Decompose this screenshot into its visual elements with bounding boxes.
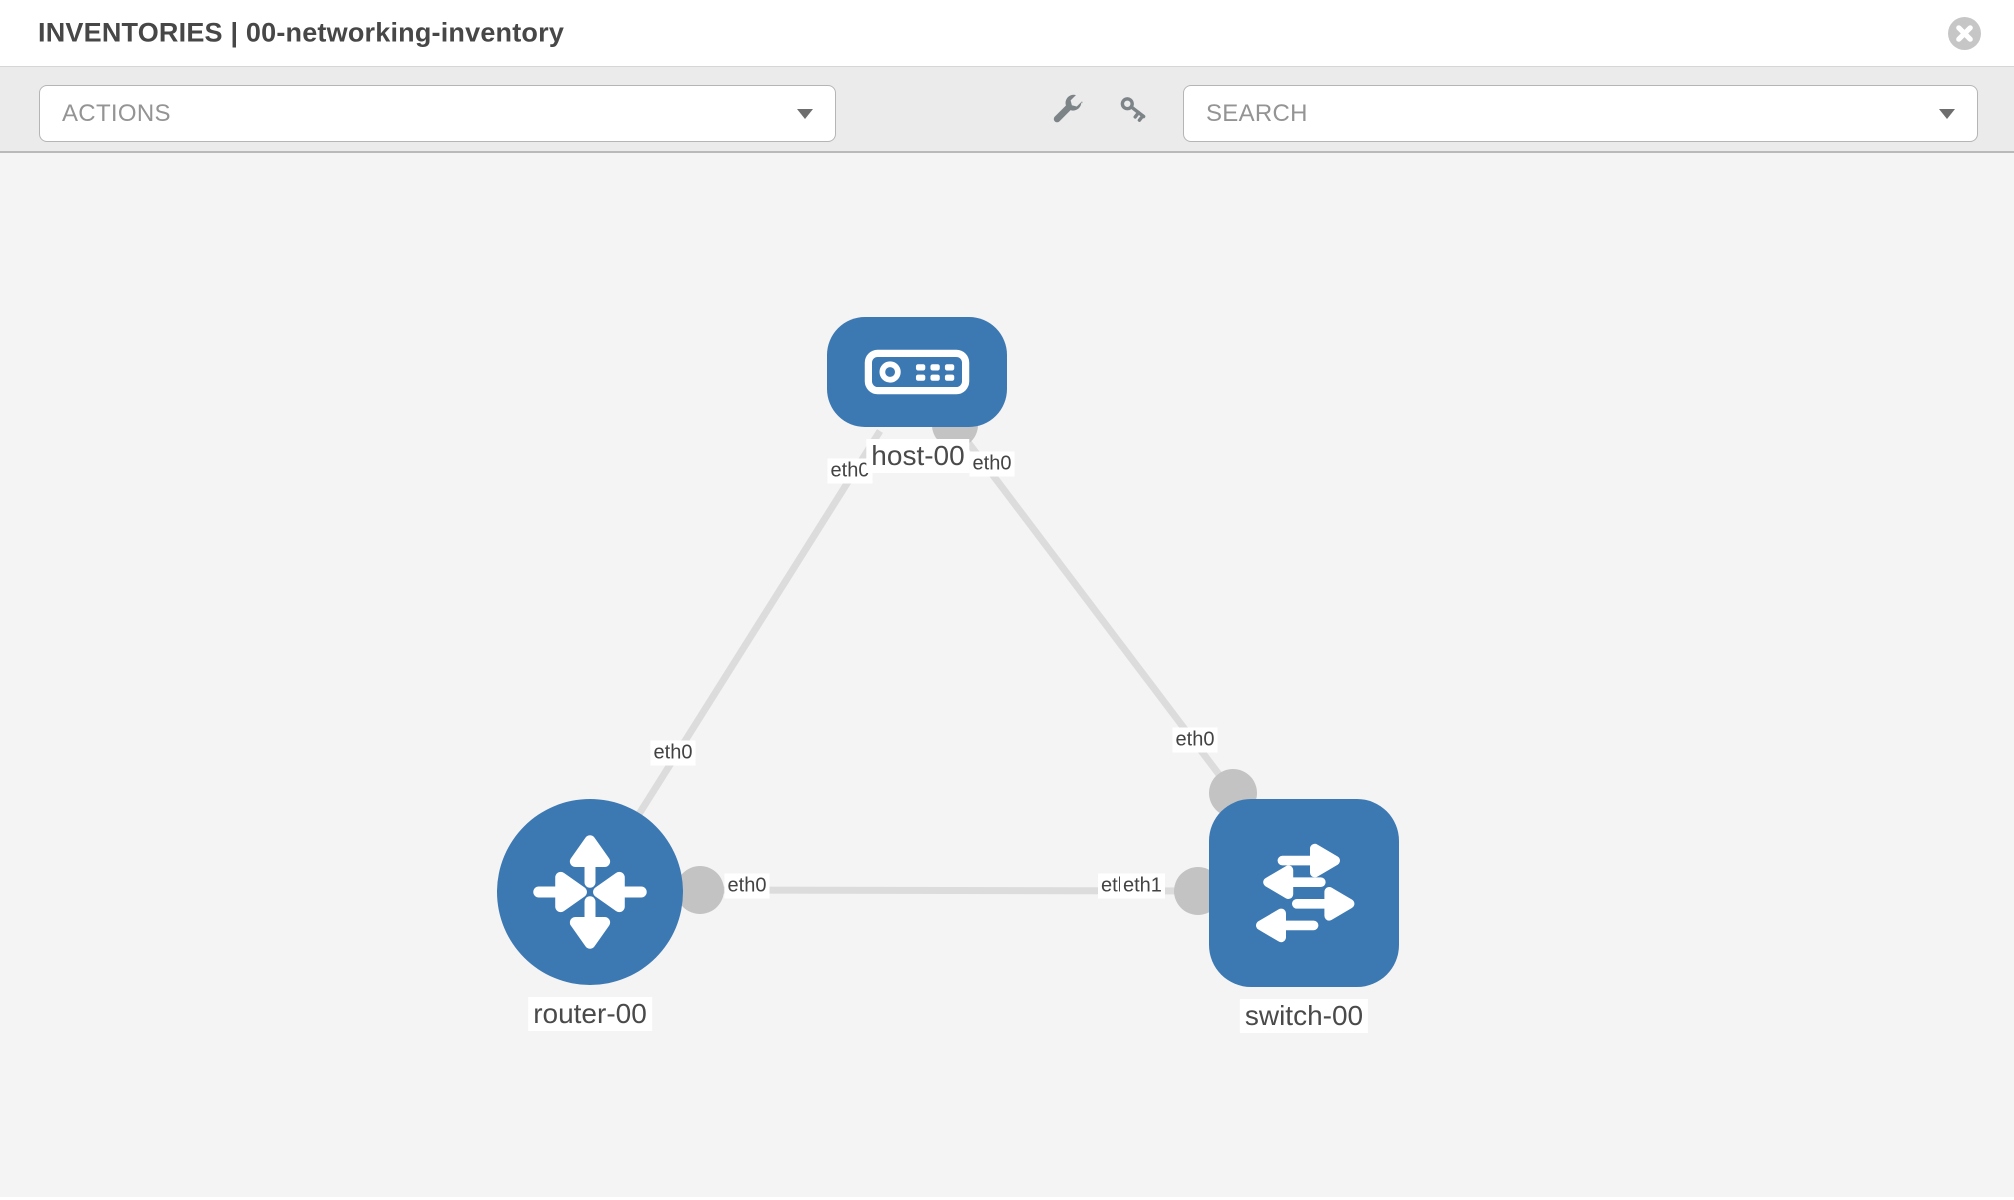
links-layer (587, 402, 1257, 915)
chevron-down-icon (1939, 108, 1955, 119)
search-dropdown[interactable]: SEARCH (1183, 85, 1978, 142)
interface-label-router-top: eth0 (650, 740, 696, 766)
interface-label-switch-top: eth0 (1172, 727, 1218, 753)
chevron-down-icon (797, 108, 813, 119)
wrench-icon (1053, 94, 1083, 123)
page-header: INVENTORIES | 00-networking-inventory (0, 0, 2014, 66)
close-button[interactable] (1948, 17, 1981, 50)
host-icon (864, 349, 970, 395)
interface-connector-router[interactable] (676, 866, 724, 914)
close-icon (1956, 25, 1973, 42)
node-router-00[interactable] (497, 799, 683, 985)
key-icon (1120, 97, 1146, 122)
node-host-00[interactable] (827, 317, 1007, 427)
toolbar: ACTIONS SEARCH (0, 66, 2014, 153)
search-dropdown-label: SEARCH (1206, 99, 1308, 127)
interface-label-switch-link-eth1: eth1 (1120, 873, 1165, 899)
actions-dropdown[interactable]: ACTIONS (39, 85, 836, 142)
node-label-switch: switch-00 (1239, 999, 1369, 1033)
interface-label-router-link: eth0 (724, 873, 770, 899)
credentials-button[interactable] (1117, 92, 1151, 126)
node-label-host: host-00 (866, 439, 970, 473)
topology-canvas[interactable]: host-00 router-00 switch-00 eth0 eth0 et… (0, 153, 2014, 1197)
actions-dropdown-label: ACTIONS (62, 99, 171, 127)
configure-button[interactable] (1050, 92, 1084, 126)
router-icon (533, 835, 647, 949)
switch-icon (1256, 843, 1355, 943)
page-title: INVENTORIES | 00-networking-inventory (38, 17, 565, 48)
interface-label-host-left: eth0 (827, 458, 873, 484)
interface-label-host-right: eth0 (969, 451, 1015, 477)
node-label-router: router-00 (528, 997, 652, 1031)
node-switch-00[interactable] (1209, 799, 1399, 987)
